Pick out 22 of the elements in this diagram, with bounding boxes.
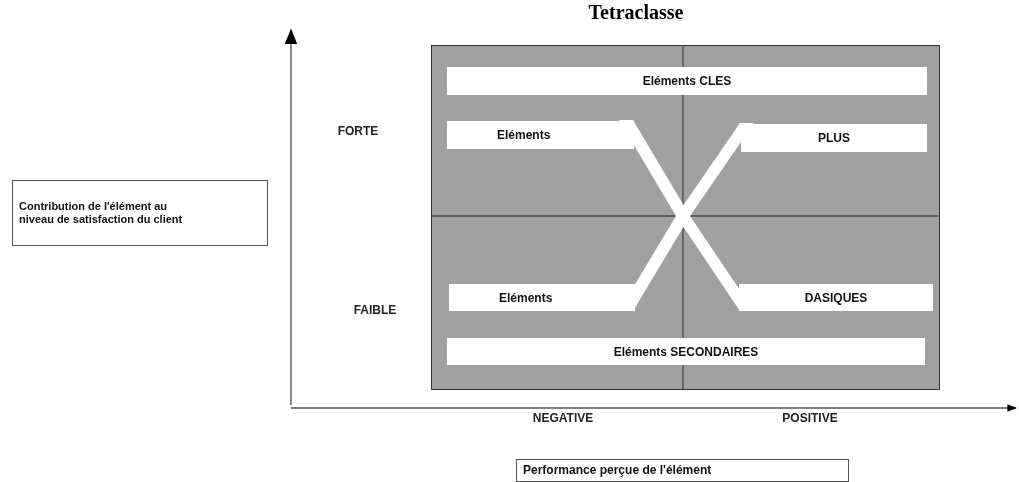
quadrant-grid [431,45,940,390]
category-band [447,121,634,149]
band-label: Eléments [497,128,551,142]
category-band [741,124,927,152]
category-band [449,284,635,311]
axis-title: Performance perçue de l'élément [523,463,712,478]
axis-label-box [516,459,849,482]
axis-level-label: NEGATIVE [532,411,594,425]
axis-level-label: FORTE [337,124,379,138]
category-band [447,67,927,95]
band-label: Eléments SECONDAIRES [613,344,759,359]
band-label: Eléments [499,290,553,305]
category-band [447,338,925,365]
band-label: Eléments CLES [642,74,732,88]
diagram-title: Tetraclasse [588,1,684,24]
axis-level-label: POSITIVE [782,411,838,425]
axis-level-label: FAIBLE [353,303,397,317]
band-label: DASIQUES [804,290,868,305]
axis-title: Contribution de l'élément au niveau de satisfaction du client [19,200,184,226]
category-band [739,284,933,311]
axis-label-box [12,180,268,246]
band-label: PLUS [818,131,850,145]
